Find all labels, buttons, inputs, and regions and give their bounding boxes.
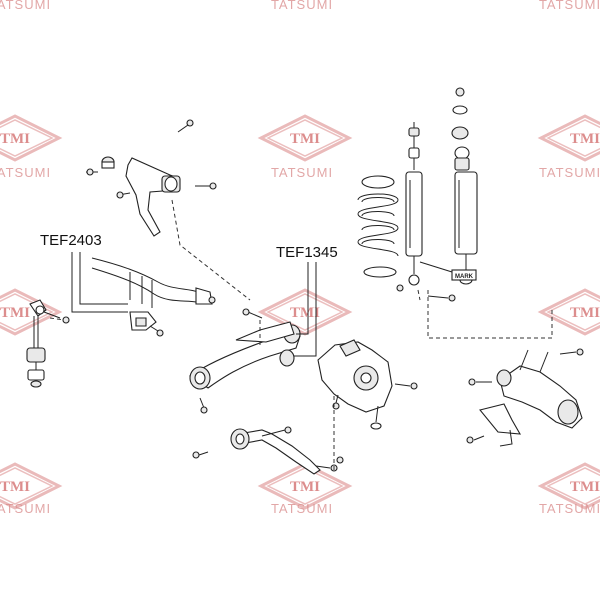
watermark-logo-1: TMI	[290, 131, 320, 147]
lower-arm-assembly	[189, 308, 418, 475]
part-number-tef1345: TEF1345	[276, 244, 338, 261]
watermark-brand-2: TATSUMI	[539, 0, 600, 12]
watermark-diamond	[257, 462, 353, 510]
watermark-diamond-inner	[0, 467, 54, 505]
watermark-layer: TMI TMI TMI TMI TMI TMI TMI TMI TMI TATSUMI TATSUM…	[0, 0, 600, 516]
callout-leaders	[71, 252, 317, 357]
spring-shock-assembly: MARK	[357, 87, 553, 339]
watermark-logo-6: TMI	[0, 479, 30, 495]
watermark-logo-7: TMI	[290, 479, 320, 495]
watermark-diamond	[537, 114, 600, 162]
watermark-diamond-inner	[0, 119, 54, 157]
watermark-diamond-inner	[0, 293, 54, 331]
watermark-brand-0: TATSUMI	[0, 0, 51, 12]
watermark-brand-8: TATSUMI	[539, 501, 600, 516]
watermark-brand-7: TATSUMI	[271, 501, 333, 516]
watermark-diamond-inner	[266, 293, 344, 331]
watermark-diamond-inner	[266, 467, 344, 505]
watermark-diamond-inner	[266, 119, 344, 157]
watermark-diamond	[537, 288, 600, 336]
watermark-diamond	[0, 114, 63, 162]
watermark-logo-3: TMI	[0, 305, 30, 321]
watermark-brand-5: TATSUMI	[539, 165, 600, 180]
watermark-brand-1: TATSUMI	[271, 0, 333, 12]
watermark-brand-3: TATSUMI	[0, 165, 51, 180]
watermark-diamond-inner	[546, 293, 600, 331]
trailing-arm-assembly	[466, 348, 584, 447]
watermark-logo-0: TMI	[0, 131, 30, 147]
watermark-diamond	[0, 462, 63, 510]
watermark-brand-4: TATSUMI	[271, 165, 333, 180]
watermark-diamond-inner	[546, 119, 600, 157]
mark-label: MARK	[455, 274, 474, 280]
stabilizer-bar-assembly	[26, 119, 251, 388]
watermark-diamond-inner	[546, 467, 600, 505]
part-number-tef2403: TEF2403	[40, 232, 102, 249]
watermark-logo-5: TMI	[570, 305, 600, 321]
watermark-logo-8: TMI	[570, 479, 600, 495]
watermark-logo-2: TMI	[570, 131, 600, 147]
watermark-brand-6: TATSUMI	[0, 501, 51, 516]
watermark-logo-4: TMI	[290, 305, 320, 321]
watermark-diamond	[537, 462, 600, 510]
watermark-diamond	[0, 288, 63, 336]
watermark-diamond	[257, 114, 353, 162]
